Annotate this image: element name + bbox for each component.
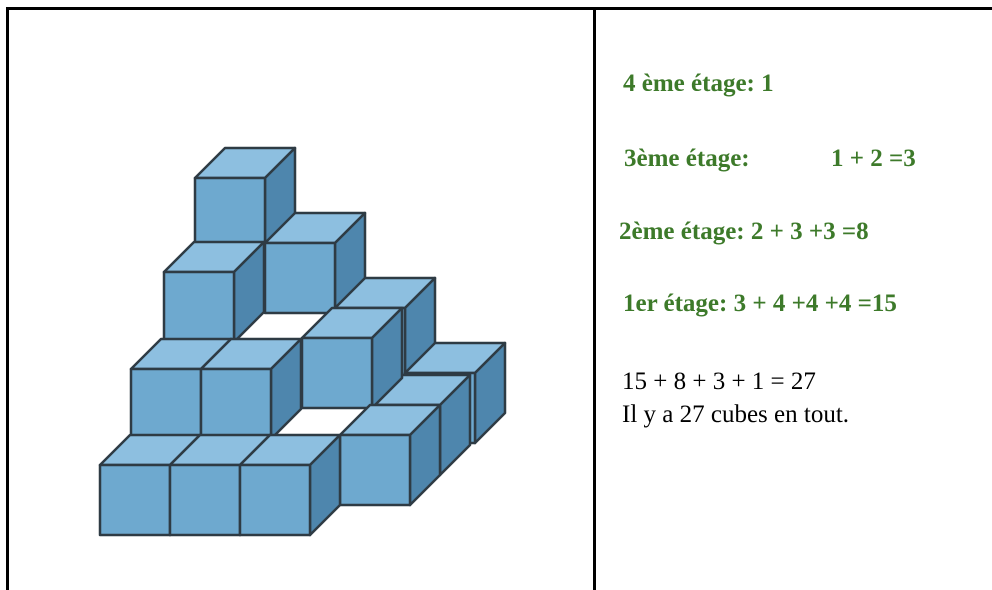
table-border-left xyxy=(6,7,9,590)
cube-front-face xyxy=(193,176,267,250)
cube-front-face xyxy=(338,433,412,507)
level-1-text: 1er étage: 3 + 4 +4 +4 =15 xyxy=(623,290,897,317)
cube-front-face xyxy=(263,241,337,315)
cube-front-face xyxy=(129,367,203,441)
total-equation: 15 + 8 + 3 + 1 = 27 xyxy=(622,368,816,395)
cube-front-face xyxy=(199,367,273,441)
cube-front-face xyxy=(162,270,236,344)
level-4-text: 4 ème étage: 1 xyxy=(623,70,774,97)
level-2-text: 2ème étage: 2 + 3 +3 =8 xyxy=(619,218,869,245)
level-3-label: 3ème étage: xyxy=(624,145,750,172)
table-column-divider xyxy=(593,7,596,590)
level-3-sum: 1 + 2 =3 xyxy=(831,145,916,172)
total-sentence: Il y a 27 cubes en tout. xyxy=(622,401,850,428)
cube-front-face xyxy=(300,336,374,410)
cube-front-face xyxy=(238,463,312,537)
cube-stack-svg xyxy=(98,146,507,537)
cube-front-face xyxy=(98,463,172,537)
cube-stack-illustration xyxy=(90,140,530,540)
cube-front-face xyxy=(168,463,242,537)
table-border-top xyxy=(6,7,992,10)
